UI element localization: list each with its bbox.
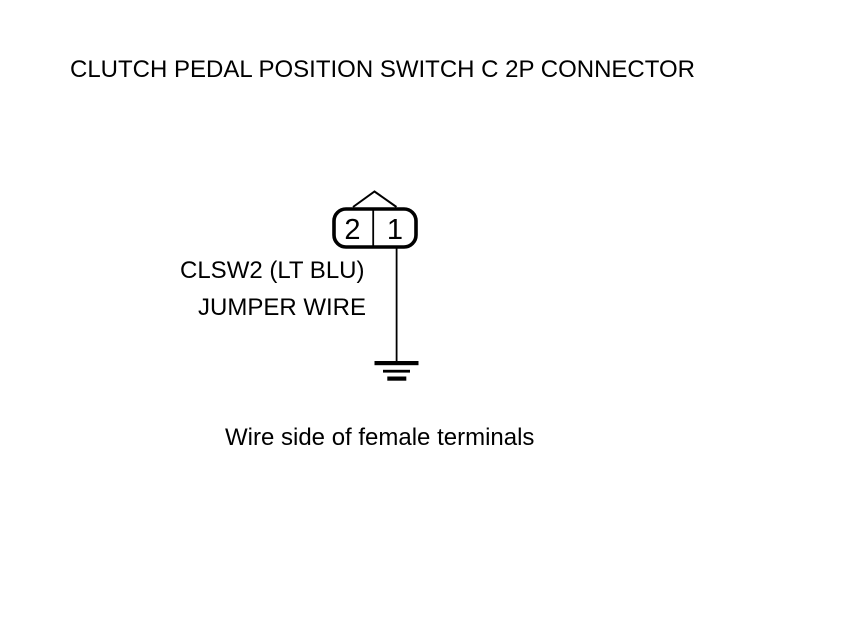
connector-body <box>332 207 418 249</box>
terminal-1-label: 1 <box>387 214 403 246</box>
wire-color-label: CLSW2 (LT BLU) <box>180 257 365 284</box>
diagram-title: CLUTCH PEDAL POSITION SWITCH C 2P CONNEC… <box>70 56 695 83</box>
connector-lock-tab-icon <box>352 190 398 208</box>
caption-wire-side: Wire side of female terminals <box>225 424 535 451</box>
jumper-wire-label: JUMPER WIRE <box>198 294 366 321</box>
terminal-2-label: 2 <box>344 214 360 246</box>
ground-icon <box>374 361 419 381</box>
